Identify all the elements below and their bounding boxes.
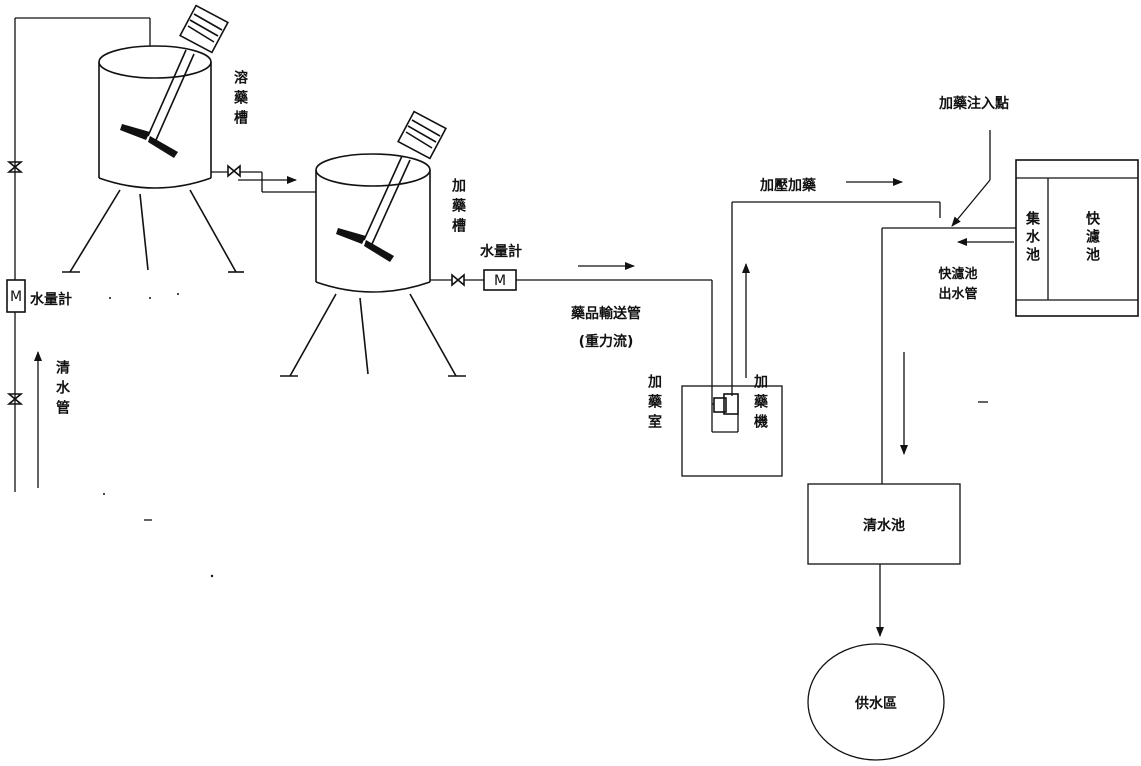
water-meter-mid: M bbox=[483, 269, 517, 291]
valve-icon bbox=[6, 161, 24, 173]
dosing-machine-label: 加藥機 bbox=[752, 374, 769, 434]
delivery-pipe bbox=[430, 273, 713, 404]
dissolving-tank bbox=[62, 45, 244, 273]
meter-symbol: M bbox=[10, 289, 22, 305]
scan-noise bbox=[103, 293, 988, 578]
dosing-room-label-text: 加藥室 bbox=[646, 374, 663, 434]
water-meter-left-label: 水量計 bbox=[30, 291, 72, 308]
filter-outlet-pipe bbox=[881, 227, 1016, 484]
dosing-tank bbox=[280, 153, 466, 377]
clearwater-tank-label: 清水池 bbox=[863, 517, 905, 534]
rapid-filter-label-text: 快濾池 bbox=[1084, 210, 1100, 265]
supply-area bbox=[807, 643, 945, 761]
transfer-pipe bbox=[211, 164, 316, 193]
dosing-machine-label-text: 加藥機 bbox=[752, 374, 769, 434]
water-meter-left: M bbox=[6, 279, 26, 313]
tank2-label: 加藥槽 bbox=[450, 178, 467, 238]
pressure-dosing-label: 加壓加藥 bbox=[759, 177, 817, 194]
mixer-motor-icon bbox=[120, 4, 229, 158]
tank1-label: 溶藥槽 bbox=[232, 69, 249, 130]
clean-pipe-label-text: 清水管 bbox=[54, 359, 70, 420]
collection-well-label: 集水池 bbox=[1024, 210, 1041, 265]
clean-water-pipe bbox=[14, 17, 151, 492]
filter-outlet-label-line1: 快濾池出水管 bbox=[938, 266, 977, 302]
tank1-label-text: 溶藥槽 bbox=[232, 69, 249, 130]
pressurized-dosing-pipe bbox=[731, 201, 941, 396]
clearwater-tank bbox=[807, 483, 961, 565]
delivery-pipe-label: 藥品輸送管 bbox=[570, 305, 641, 322]
supply-area-label: 供水區 bbox=[854, 695, 897, 712]
injection-point-label: 加藥注入點 bbox=[938, 95, 1009, 112]
dosing-room-label: 加藥室 bbox=[646, 374, 663, 434]
rapid-filter-unit bbox=[1015, 159, 1139, 317]
meter-symbol-2: M bbox=[494, 273, 506, 289]
collection-well-label-text: 集水池 bbox=[1024, 210, 1041, 265]
rapid-filter-label: 快濾池 bbox=[1084, 210, 1100, 265]
gravity-flow-label: (重力流) bbox=[579, 333, 634, 350]
tank2-label-text: 加藥槽 bbox=[450, 178, 467, 238]
injection-arrow bbox=[951, 179, 991, 227]
mixer-motor-icon bbox=[336, 110, 447, 262]
clean-pipe-label: 清水管 bbox=[54, 359, 70, 420]
valve-icon bbox=[6, 393, 24, 405]
water-meter-mid-label: 水量計 bbox=[480, 243, 522, 260]
